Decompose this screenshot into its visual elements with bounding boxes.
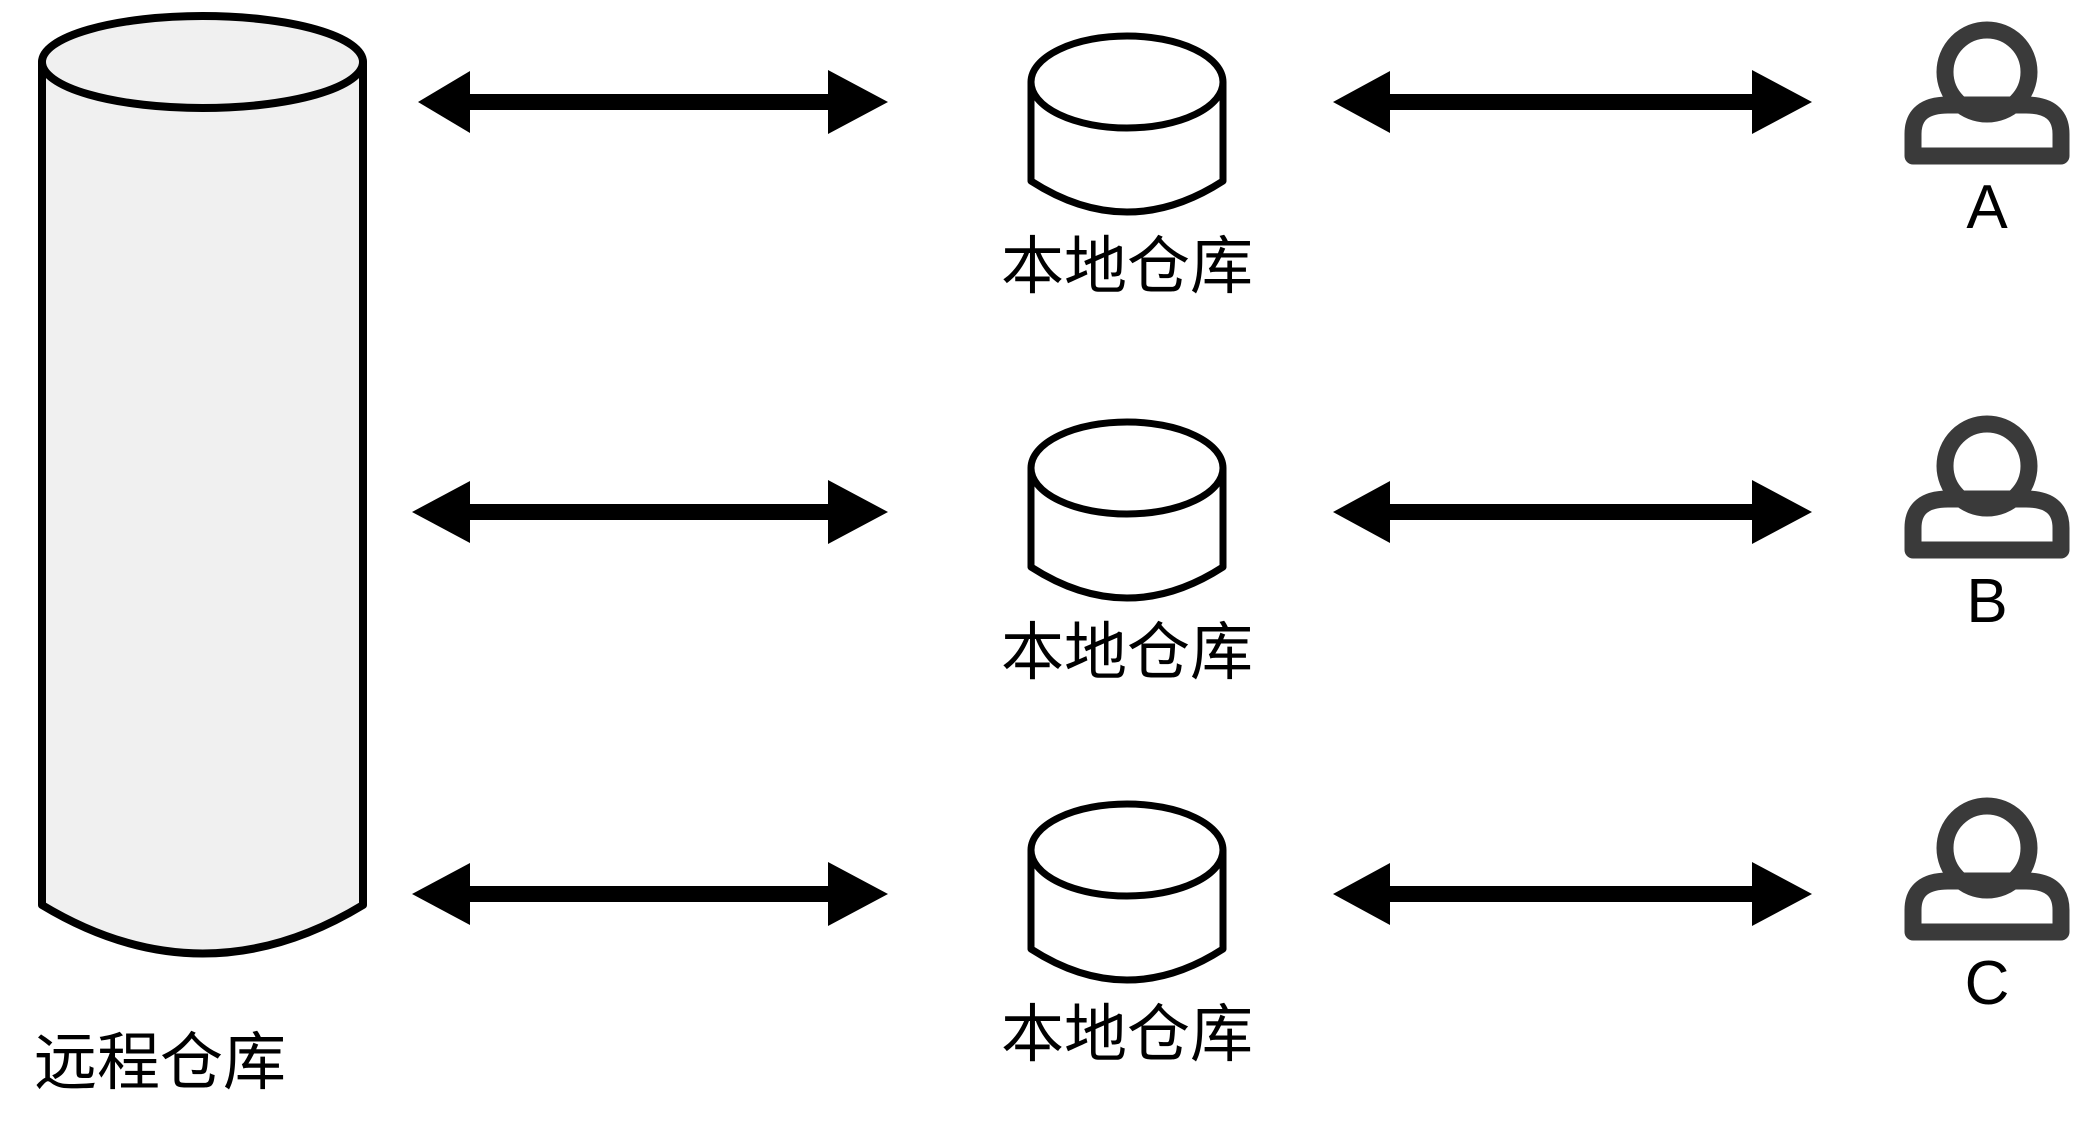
database-cylinder-icon-top	[1027, 32, 1227, 132]
local-repository-node-a[interactable]: 本地仓库	[1001, 32, 1253, 303]
person-icon-body	[1904, 872, 2070, 941]
local-repository-label: 本地仓库	[1001, 230, 1253, 303]
person-icon-head	[1936, 21, 2038, 123]
arrow-left-head	[412, 863, 470, 925]
arrow-left-head	[412, 481, 470, 543]
bidirectional-arrow-local-user-b	[1333, 480, 1812, 544]
arrow-left-head	[1333, 481, 1390, 543]
arrow-right-head	[1752, 480, 1812, 544]
user-label: B	[1966, 567, 2007, 636]
database-cylinder-icon-top	[38, 12, 367, 112]
local-repository-node-c[interactable]: 本地仓库	[1001, 800, 1253, 1071]
user-label: A	[1966, 173, 2008, 242]
arrow-left-head	[1333, 71, 1390, 133]
arrow-shaft	[466, 504, 836, 520]
person-icon-body	[1904, 490, 2070, 559]
local-repository-label: 本地仓库	[1001, 998, 1253, 1071]
arrow-right-head	[1752, 70, 1812, 134]
person-icon-body	[1904, 96, 2070, 165]
arrow-shaft	[466, 886, 836, 902]
database-cylinder-icon-top	[1027, 418, 1227, 518]
arrow-right-head	[828, 70, 888, 134]
arrow-shaft	[466, 94, 830, 110]
arrow-shaft	[1386, 94, 1756, 110]
arrow-right-head	[1752, 862, 1812, 926]
database-cylinder-icon-body	[1027, 468, 1227, 602]
person-icon-head	[1936, 415, 2038, 517]
bidirectional-arrow-remote-local-c	[412, 862, 888, 926]
bidirectional-arrow-remote-local-a	[418, 70, 888, 134]
bidirectional-arrow-local-user-a	[1333, 70, 1812, 134]
user-node-c[interactable]: C	[1904, 797, 2070, 1018]
arrow-shaft	[1386, 886, 1756, 902]
local-repository-node-b[interactable]: 本地仓库	[1001, 418, 1253, 689]
user-node-b[interactable]: B	[1904, 415, 2070, 636]
local-repository-label: 本地仓库	[1001, 616, 1253, 689]
remote-repository-label: 远程仓库	[34, 1026, 286, 1099]
bidirectional-arrow-remote-local-b	[412, 480, 888, 544]
database-cylinder-icon-body	[38, 58, 367, 958]
user-label: C	[1965, 949, 2010, 1018]
bidirectional-arrow-local-user-c	[1333, 862, 1812, 926]
database-cylinder-icon-top	[1027, 800, 1227, 900]
arrow-left-head	[1333, 863, 1390, 925]
user-node-a[interactable]: A	[1904, 21, 2070, 242]
database-cylinder-icon-body	[1027, 850, 1227, 984]
database-cylinder-icon-body	[1027, 82, 1227, 216]
arrow-right-head	[828, 862, 888, 926]
arrow-shaft	[1386, 504, 1756, 520]
arrow-left-head	[418, 71, 470, 133]
remote-repository-node[interactable]: 远程仓库	[34, 12, 367, 1099]
arrow-right-head	[828, 480, 888, 544]
person-icon-head	[1936, 797, 2038, 899]
